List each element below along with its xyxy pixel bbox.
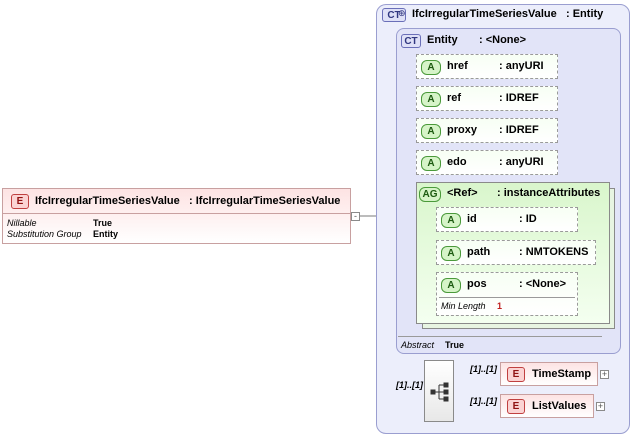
attribute-href[interactable]: A href : anyURI xyxy=(416,54,558,79)
facet-label: Min Length xyxy=(441,301,486,311)
element-name: ListValues xyxy=(532,400,587,412)
prop-label-nillable: Nillable xyxy=(7,218,37,228)
attribute-badge-icon: A xyxy=(441,246,461,261)
attribute-badge-icon: A xyxy=(441,278,461,293)
element-badge-icon: E xyxy=(507,399,525,414)
root-element-name: IfcIrregularTimeSeriesValue xyxy=(35,195,180,207)
attribute-name: ref xyxy=(447,92,462,104)
root-divider xyxy=(3,213,350,214)
attribute-type: : IDREF xyxy=(499,92,539,104)
attribute-name: href xyxy=(447,60,468,72)
attribute-name: edo xyxy=(447,156,467,168)
base-type-type: : <None> xyxy=(479,34,527,46)
attribute-name: path xyxy=(467,246,491,258)
attribute-id[interactable]: A id : ID xyxy=(436,207,578,232)
sequence-icon xyxy=(430,382,449,402)
complex-type-type: : Entity xyxy=(566,8,604,20)
attribute-badge-icon: A xyxy=(421,156,441,171)
prop-value-nillable: True xyxy=(93,218,113,228)
element-badge-icon: E xyxy=(507,367,525,382)
element-badge-icon: E xyxy=(11,194,29,209)
abstract-divider xyxy=(398,336,602,337)
root-element-type: : IfcIrregularTimeSeriesValue xyxy=(189,195,341,207)
ct-plus-icon: ⊕ xyxy=(398,8,406,18)
prop-label-substitution-group: Substitution Group xyxy=(7,229,82,239)
attribute-proxy[interactable]: A proxy : IDREF xyxy=(416,118,558,143)
base-type-badge-icon: CT xyxy=(401,34,421,48)
attribute-edo[interactable]: A edo : anyURI xyxy=(416,150,558,175)
prop-value-substitution-group: Entity xyxy=(93,229,119,239)
attribute-type: : IDREF xyxy=(499,124,539,136)
attribute-type: : <None> xyxy=(519,278,567,290)
attribute-ref[interactable]: A ref : IDREF xyxy=(416,86,558,111)
attribute-path[interactable]: A path : NMTOKENS xyxy=(436,240,596,265)
attribute-type: : anyURI xyxy=(499,156,544,168)
attribute-group-name: <Ref> xyxy=(447,187,478,199)
element-listvalues[interactable]: E ListValues xyxy=(500,394,594,418)
attribute-type: : ID xyxy=(519,213,537,225)
sequence-compositor[interactable] xyxy=(424,360,454,422)
abstract-label: Abstract xyxy=(401,340,435,350)
attribute-badge-icon: A xyxy=(441,213,461,228)
base-type-name: Entity xyxy=(427,34,458,46)
abstract-value: True xyxy=(445,340,465,350)
sequence-multiplicity: [1]..[1] xyxy=(396,380,423,390)
element-timestamp[interactable]: E TimeStamp xyxy=(500,362,598,386)
attribute-name: proxy xyxy=(447,124,477,136)
complex-type-badge-icon: CT xyxy=(382,8,406,22)
attribute-group-type: : instanceAttributes xyxy=(497,187,601,199)
facet-divider xyxy=(439,297,575,298)
attribute-pos[interactable]: A pos : <None> Min Length 1 xyxy=(436,272,578,316)
complex-type-name: IfcIrregularTimeSeriesValue xyxy=(412,8,557,20)
facet-value: 1 xyxy=(497,301,503,311)
expand-toggle[interactable]: + xyxy=(600,369,609,379)
expand-toggle[interactable]: + xyxy=(596,401,605,411)
collapse-toggle[interactable]: - xyxy=(351,212,360,221)
attribute-badge-icon: A xyxy=(421,60,441,75)
element-name: TimeStamp xyxy=(532,368,592,380)
attribute-type: : NMTOKENS xyxy=(519,246,589,258)
child-multiplicity: [1]..[1] xyxy=(470,364,497,374)
root-element-box[interactable]: E IfcIrregularTimeSeriesValue : IfcIrreg… xyxy=(2,188,351,244)
child-multiplicity: [1]..[1] xyxy=(470,396,497,406)
attribute-name: pos xyxy=(467,278,487,290)
attribute-badge-icon: A xyxy=(421,92,441,107)
attribute-type: : anyURI xyxy=(499,60,544,72)
attribute-group-badge-icon: AG xyxy=(419,187,441,202)
attribute-badge-icon: A xyxy=(421,124,441,139)
attribute-name: id xyxy=(467,213,477,225)
